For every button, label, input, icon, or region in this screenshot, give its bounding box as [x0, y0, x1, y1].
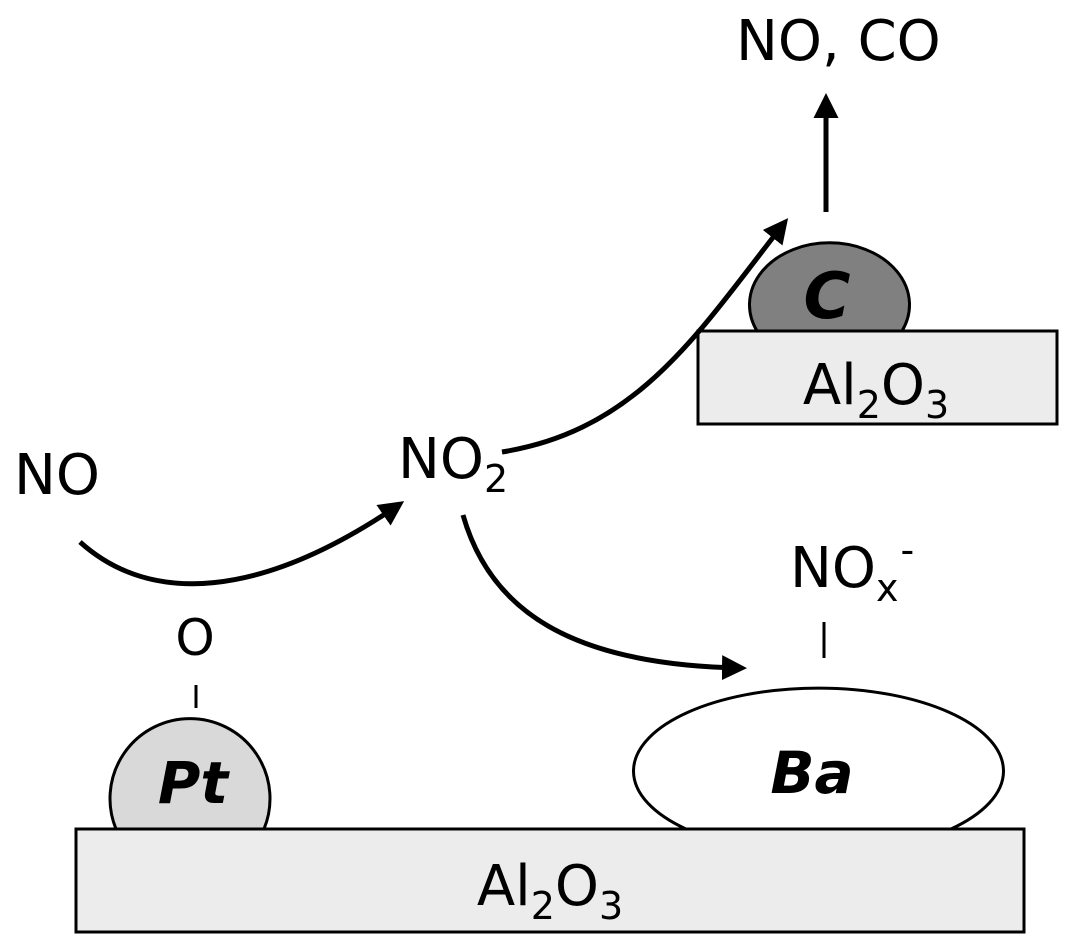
- arrow-no2-to-ba: [460, 514, 747, 681]
- arrow-no2-to-carbon: [501, 218, 789, 455]
- arrow-no-to-no2: [78, 501, 405, 587]
- ba-label: Ba: [770, 739, 853, 807]
- bottom-alumina-support: [74, 827, 1026, 934]
- pt-label: Pt: [158, 749, 231, 817]
- bottom-alumina-label: Al2O3: [477, 854, 623, 928]
- no2-label: NO2: [398, 427, 508, 501]
- o-label: O: [175, 609, 214, 667]
- pt-particle: [108, 717, 272, 831]
- no-input-label: NO: [14, 443, 100, 508]
- top-alumina-support: [696, 329, 1059, 426]
- products-label: NO, CO: [736, 9, 941, 74]
- carbon-particle: [748, 241, 911, 333]
- carbon-label: C: [804, 260, 851, 334]
- nox-label: NOx-: [790, 528, 914, 610]
- top-alumina-label: Al2O3: [803, 353, 949, 427]
- ba-particle: [632, 686, 1005, 831]
